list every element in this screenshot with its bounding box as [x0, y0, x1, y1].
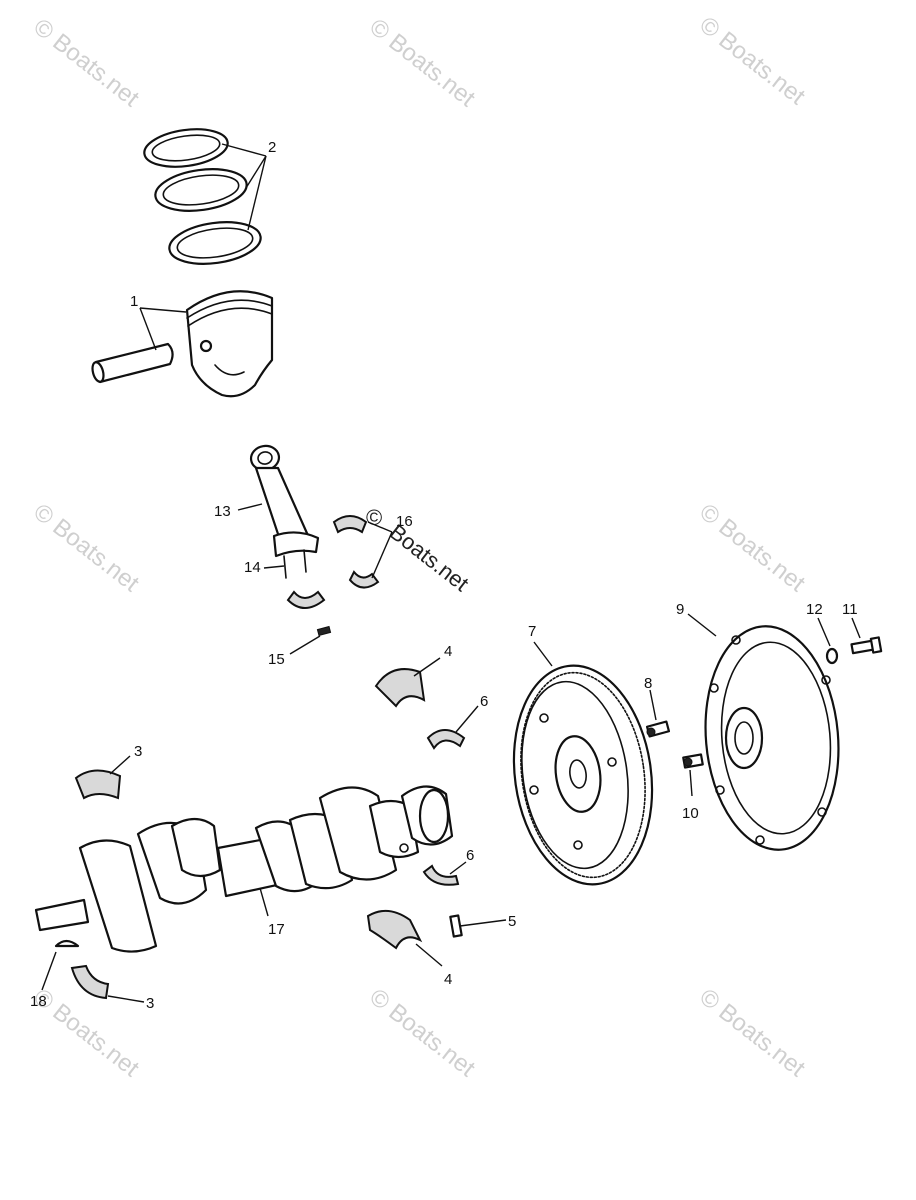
woodruff-key [54, 939, 80, 948]
callout-16: 16 [396, 513, 413, 530]
callout-18: 18 [30, 993, 47, 1010]
watermark-bottom-center: © Boats.net [364, 983, 480, 1082]
leader-lines [41, 143, 861, 1003]
callout-15: 15 [268, 651, 285, 668]
main-bearing-lower [366, 909, 423, 950]
callout-14: 14 [244, 559, 261, 576]
callout-labels: 1 2 3 3 4 4 5 6 6 7 8 9 10 11 12 13 14 1… [30, 139, 858, 1012]
thrust-washer-lower [422, 864, 460, 886]
watermark-center-brand: Boats.net [385, 519, 474, 596]
watermark-top-right: © Boats.net [694, 11, 810, 110]
callout-11: 11 [842, 601, 858, 618]
piston-rings [143, 128, 262, 265]
callout-2: 2 [268, 139, 276, 156]
coupler-bolt [850, 636, 883, 655]
piston-assembly [91, 290, 274, 398]
callout-1: 1 [130, 293, 138, 310]
thrust-washer-upper [426, 729, 466, 750]
callout-3-lower: 3 [146, 995, 154, 1012]
callout-4-lower: 4 [444, 971, 452, 988]
callout-7: 7 [528, 623, 536, 640]
drive-coupler [704, 625, 840, 851]
callout-8: 8 [644, 675, 652, 692]
callout-12: 12 [806, 601, 823, 618]
flexplate-bolt [682, 753, 704, 769]
watermark-mid-left: © Boats.net [28, 498, 144, 597]
crankshaft [34, 785, 454, 953]
washer [825, 647, 839, 665]
flywheel [512, 664, 654, 886]
callout-6-upper: 6 [480, 693, 488, 710]
dowel-pin [316, 625, 332, 637]
watermark-center-copyright: © [366, 505, 382, 530]
callout-10: 10 [682, 805, 699, 822]
main-bearing-lower-left [70, 964, 110, 1000]
callout-3-upper: 3 [134, 743, 142, 760]
main-bearing-upper-left [74, 769, 122, 800]
callout-13: 13 [214, 503, 231, 520]
watermark-top-left: © Boats.net [28, 13, 144, 112]
callout-5: 5 [508, 913, 516, 930]
roll-pin [449, 914, 463, 938]
callout-4-upper: 4 [444, 643, 452, 660]
watermark-bottom-right: © Boats.net [694, 983, 810, 1082]
watermark-mid-right: © Boats.net [694, 498, 810, 597]
callout-9: 9 [676, 601, 684, 618]
flywheel-bolt [645, 720, 671, 738]
callout-6-lower: 6 [466, 847, 474, 864]
rod-bearing-halves [286, 515, 380, 609]
connecting-rod [249, 444, 320, 579]
main-bearing-upper [374, 668, 426, 708]
watermark-top-center: © Boats.net [364, 13, 480, 112]
callout-17: 17 [268, 921, 285, 938]
